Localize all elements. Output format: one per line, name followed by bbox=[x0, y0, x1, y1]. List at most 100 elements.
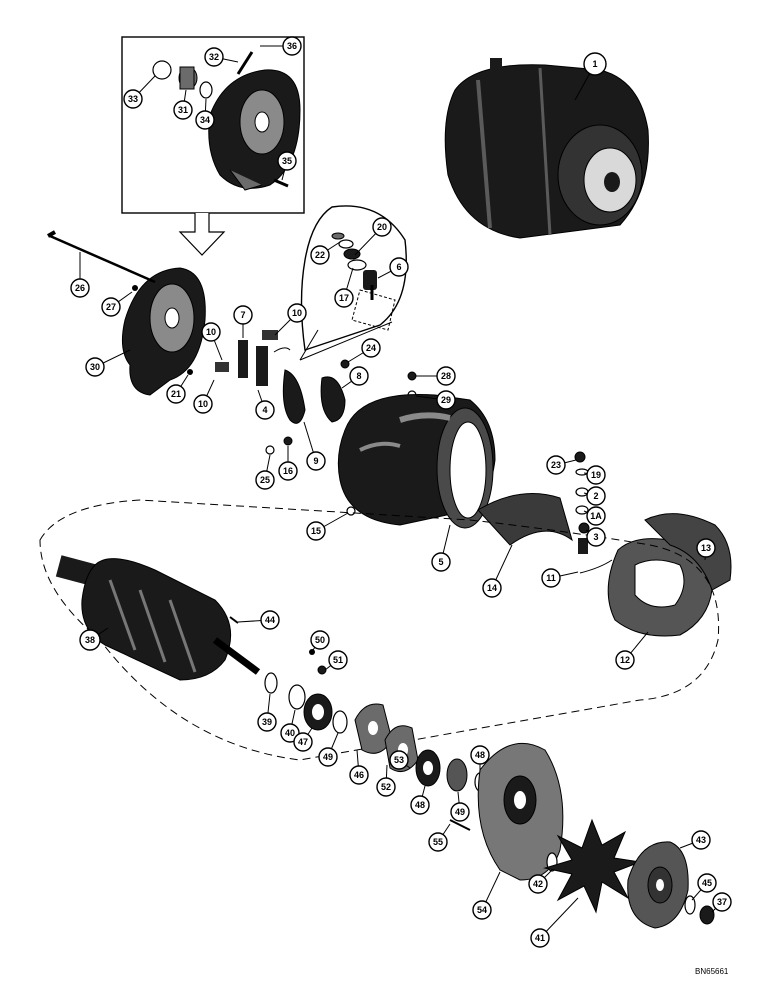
callout-circle bbox=[615, 650, 635, 670]
callout-20: 20 bbox=[354, 217, 392, 256]
callout-circle bbox=[328, 650, 348, 670]
callout-circle bbox=[193, 394, 213, 414]
callout-35: 35 bbox=[277, 151, 297, 181]
callout-16: 16 bbox=[278, 446, 298, 481]
callout-circle bbox=[696, 538, 716, 558]
callout-24: 24 bbox=[347, 338, 381, 363]
callout-45: 45 bbox=[691, 873, 717, 901]
callout-number: 52 bbox=[381, 782, 391, 792]
callout-9: 9 bbox=[303, 421, 326, 471]
callout-number: 35 bbox=[282, 156, 292, 166]
callout-number: 17 bbox=[339, 293, 349, 303]
callout-layer: 121A345678910101011121314151617192021222… bbox=[70, 36, 732, 948]
brush-holder-parts bbox=[187, 330, 417, 455]
callout-circle bbox=[173, 100, 193, 120]
callout-number: 33 bbox=[128, 94, 138, 104]
callout-1: 1 bbox=[574, 52, 607, 101]
callout-number: 23 bbox=[551, 460, 561, 470]
end-frame bbox=[47, 230, 206, 396]
callout-number: 10 bbox=[292, 308, 302, 318]
callout-circle bbox=[691, 830, 711, 850]
callout-circle bbox=[470, 745, 490, 765]
callout-number: 45 bbox=[702, 878, 712, 888]
callout-circle bbox=[482, 578, 502, 598]
callout-48b: 48 bbox=[410, 785, 430, 815]
callout-26: 26 bbox=[70, 252, 90, 298]
callout-8: 8 bbox=[341, 366, 369, 389]
callout-38: 38 bbox=[79, 627, 109, 651]
callout-circle bbox=[282, 36, 302, 56]
callout-circle bbox=[204, 47, 224, 67]
callout-25: 25 bbox=[255, 454, 275, 490]
stator-frame bbox=[337, 393, 573, 546]
callout-number: 38 bbox=[85, 635, 95, 645]
callout-number: 39 bbox=[262, 717, 272, 727]
armature bbox=[55, 555, 261, 681]
callout-number: 5 bbox=[438, 557, 443, 567]
callout-number: 8 bbox=[356, 371, 361, 381]
callout-number: 1 bbox=[592, 59, 597, 69]
callout-circle bbox=[361, 338, 381, 358]
callout-53: 53 bbox=[389, 750, 411, 770]
callout-circle bbox=[431, 552, 451, 572]
callout-circle bbox=[436, 366, 456, 386]
callout-circle bbox=[530, 928, 550, 948]
callout-1A: 1A bbox=[583, 506, 606, 526]
drawing-code: BN65661 bbox=[695, 967, 729, 976]
callout-number: 51 bbox=[333, 655, 343, 665]
callout-number: 30 bbox=[90, 362, 100, 372]
callout-circle bbox=[546, 455, 566, 475]
callout-number: 9 bbox=[313, 456, 318, 466]
callout-circle bbox=[306, 451, 326, 471]
callout-circle bbox=[450, 802, 470, 822]
callout-circle bbox=[166, 384, 186, 404]
callout-29: 29 bbox=[415, 390, 456, 410]
callout-number: 19 bbox=[591, 470, 601, 480]
callout-5: 5 bbox=[431, 524, 451, 572]
callout-number: 20 bbox=[377, 222, 387, 232]
callout-49a: 49 bbox=[318, 732, 339, 767]
callout-10a: 10 bbox=[274, 303, 307, 336]
callout-14: 14 bbox=[482, 544, 513, 598]
callout-number: 48 bbox=[415, 800, 425, 810]
callout-39: 39 bbox=[257, 693, 277, 732]
callout-33: 33 bbox=[123, 75, 156, 109]
callout-12: 12 bbox=[615, 631, 649, 670]
callout-circle bbox=[257, 712, 277, 732]
callout-number: 36 bbox=[287, 41, 297, 51]
callout-circle bbox=[472, 900, 492, 920]
callout-number: 32 bbox=[209, 52, 219, 62]
callout-10c: 10 bbox=[193, 379, 215, 414]
callout-36: 36 bbox=[260, 36, 302, 56]
callout-number: 7 bbox=[240, 310, 245, 320]
callout-10b: 10 bbox=[201, 322, 223, 361]
callout-number: 25 bbox=[260, 475, 270, 485]
callout-55: 55 bbox=[428, 823, 451, 852]
callout-circle bbox=[410, 795, 430, 815]
callout-circle bbox=[70, 278, 90, 298]
callout-22: 22 bbox=[310, 241, 341, 265]
callout-circle bbox=[101, 297, 121, 317]
callout-52: 52 bbox=[376, 764, 396, 797]
callout-51: 51 bbox=[324, 650, 348, 671]
callout-circle bbox=[310, 630, 330, 650]
callout-number: 12 bbox=[620, 655, 630, 665]
callout-number: 29 bbox=[441, 395, 451, 405]
callout-number: 21 bbox=[171, 389, 181, 399]
callout-number: 44 bbox=[265, 615, 275, 625]
callout-circle bbox=[85, 357, 105, 377]
callout-number: 46 bbox=[354, 770, 364, 780]
callout-circle bbox=[389, 750, 409, 770]
callout-42: 42 bbox=[528, 869, 553, 894]
callout-7: 7 bbox=[233, 305, 253, 338]
callout-15: 15 bbox=[306, 512, 349, 541]
callout-number: 26 bbox=[75, 283, 85, 293]
inset-detail bbox=[121, 36, 305, 256]
field-coils bbox=[607, 513, 732, 637]
callout-circle bbox=[255, 400, 275, 420]
callout-circle bbox=[541, 568, 561, 588]
callout-circle bbox=[586, 506, 606, 526]
fan-pulley bbox=[543, 818, 715, 929]
callout-circle bbox=[195, 110, 215, 130]
